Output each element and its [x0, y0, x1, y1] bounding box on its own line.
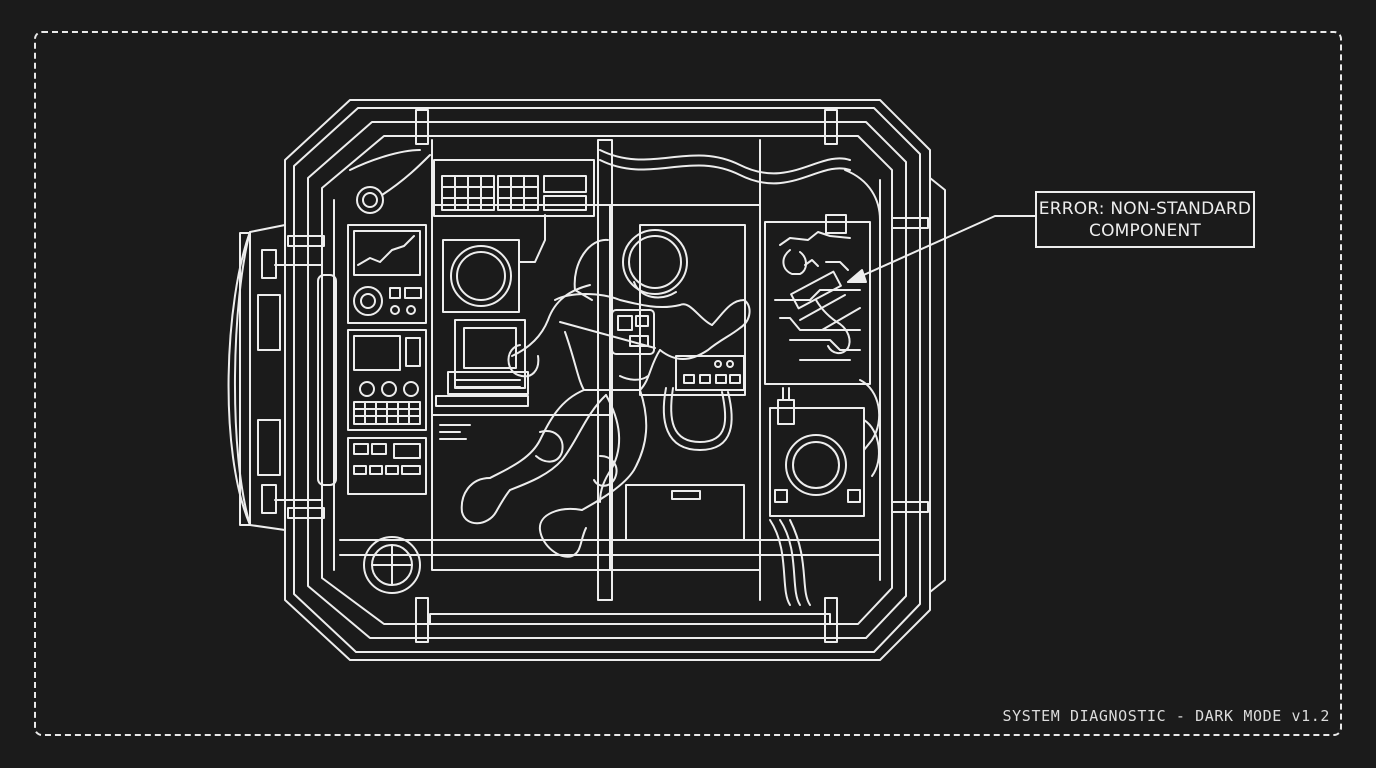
hull-outline [284, 99, 946, 661]
callout-pointer-arrow [847, 215, 1036, 283]
right-rack [764, 214, 881, 517]
left-control-rack [347, 186, 427, 594]
astronaut-figure [460, 229, 751, 558]
error-callout-box: ERROR: NON-STANDARD COMPONENT [1035, 191, 1255, 248]
interior-partitions [339, 139, 881, 601]
hull-clamps [415, 109, 929, 643]
center-top-panel [433, 159, 746, 541]
callout-line-2: COMPONENT [1089, 221, 1201, 241]
footer-caption: SYSTEM DIAGNOSTIC - DARK MODE v1.2 [1002, 707, 1330, 725]
dashed-frame-border [34, 31, 1342, 736]
airlock-hatch [227, 224, 337, 531]
cables [381, 149, 881, 606]
callout-line-1: ERROR: NON-STANDARD [1038, 199, 1252, 219]
